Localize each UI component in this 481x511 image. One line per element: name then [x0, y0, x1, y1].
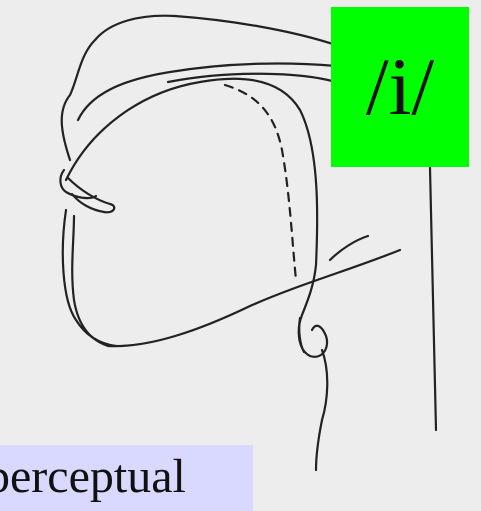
tongue-outline [66, 79, 317, 315]
pharynx-back-wall [430, 168, 436, 430]
hard-palate-inner [78, 64, 336, 120]
tongue-dashed-contour [225, 85, 296, 280]
upper-lip [60, 170, 96, 198]
neck-front [330, 236, 368, 260]
larynx-front [299, 318, 304, 352]
palate-outline [62, 16, 336, 160]
jaw-line [72, 216, 400, 346]
larynx-tube [316, 350, 327, 470]
caption-box: perceptual [0, 445, 253, 511]
chin-edge [63, 210, 116, 346]
vowel-label: /i/ [331, 7, 469, 167]
caption-text: perceptual [0, 451, 186, 504]
